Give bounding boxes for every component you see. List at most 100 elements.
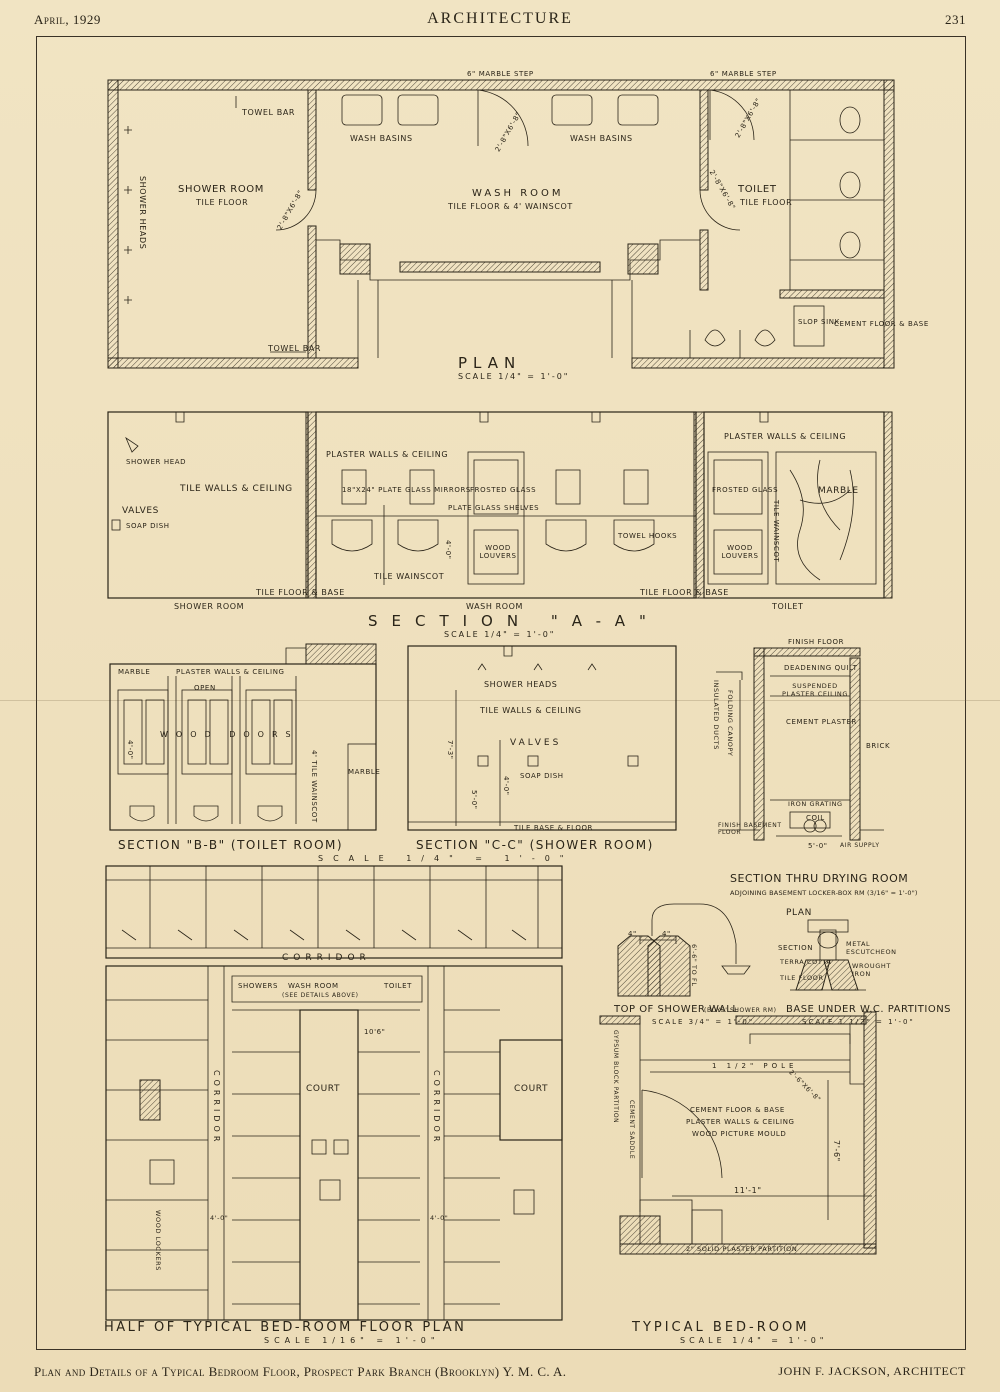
fp-dim-2: 4'-0" [210,1214,229,1222]
br-pole: 1 1/2" POLE [712,1062,798,1070]
aa-title: SECTION "A-A" [368,612,660,630]
shared-scale: SCALE 1/4" = 1'-0" [318,854,574,863]
cc-dim-1: 7'-3" [446,740,454,760]
aa-wood-louvers-2: WOOD LOUVERS [721,544,759,560]
sw-scale: SCALE 3/4" = 1'-0" [652,1018,755,1026]
sw-title: TOP OF SHOWER WALL [614,1004,739,1015]
dr-coil: COIL [806,814,825,822]
dr-insulated: INSULATED DUCTS [712,680,720,750]
plan-drawing [107,79,895,369]
fp-dim-3: 4'-0" [430,1214,449,1222]
fp-court-2: COURT [514,1084,549,1094]
plan-towel-bar-2: TOWEL BAR [268,344,322,353]
aa-marble: MARBLE [818,486,859,496]
sw-dim-2: 4" [662,930,671,938]
footer-architect: JOHN F. JACKSON, ARCHITECT [778,1364,966,1378]
aa-shower-head: SHOWER HEAD [126,458,187,466]
plan-towel-bar-1: TOWEL BAR [242,108,296,117]
dr-cement-plaster: CEMENT PLASTER [786,718,857,726]
br-partition: 2" SOLID PLASTER PARTITION [686,1245,798,1253]
aa-tile-floor-2: TILE FLOOR & BASE [640,588,729,597]
plan-wash-basins-1: WASH BASINS [350,134,413,143]
plan-cement-floor: CEMENT FLOOR & BASE [834,320,929,328]
fp-wood-lockers: WOOD LOCKERS [154,1210,162,1271]
bb-plaster: PLASTER WALLS & CEILING [176,668,285,676]
aa-frosted-1: FROSTED GLASS [470,486,537,494]
plan-toilet: TOILET [738,184,777,195]
aa-wainscot-dim: 4'-0" [444,540,452,560]
cc-dim-2: 4'-0" [502,776,510,796]
fold-line [0,700,1000,701]
br-notes-1: CEMENT FLOOR & BASE [690,1106,785,1114]
footer-caption: Plan and Details of a Typical Bedroom Fl… [34,1364,567,1379]
base-wc-drawing [790,919,866,991]
dr-title: SECTION THRU DRYING ROOM [730,872,909,885]
wc-wrought: WROUGHT IRON [852,962,891,978]
aa-tile-wainscot-2: TILE WAINSCOT [772,500,780,563]
br-height: 7'-6" [832,1140,841,1162]
br-width: 11'-1" [734,1186,762,1195]
drying-room-drawing [716,647,884,841]
shower-wall-drawing [617,903,751,997]
cc-title: SECTION "C-C" (SHOWER ROOM) [416,838,654,852]
fp-title: HALF OF TYPICAL BED-ROOM FLOOR PLAN [104,1320,467,1335]
aa-plaster-1: PLASTER WALLS & CEILING [326,450,449,459]
fp-wash-room: WASH ROOM [288,982,339,990]
dr-dim: 5'-0" [808,842,828,850]
plan-slop-sink: SLOP SINK [798,318,840,326]
wc-terra-cotta: TERRA COTTA [780,958,832,966]
dr-deadening: DEADENING QUILT [784,664,858,672]
bedroom-drawing [599,1011,877,1255]
aa-soap-dish: SOAP DISH [126,522,170,530]
fp-toilet: TOILET [384,982,413,990]
aa-toilet: TOILET [772,602,804,611]
aa-wash-room: WASH ROOM [466,602,524,611]
br-notes-3: WOOD PICTURE MOULD [692,1130,787,1138]
fp-dim-1: 10'6" [364,1028,386,1036]
fp-corridor-top: CORRIDOR [282,953,371,963]
header-date: April, 1929 [34,12,101,27]
fp-scale: SCALE 1/16" = 1'-0" [264,1336,440,1345]
section-cc-drawing [407,645,677,831]
dr-brick: BRICK [866,742,891,750]
aa-tile-floor-1: TILE FLOOR & BASE [256,588,345,597]
dr-air-supply: AIR SUPPLY [840,842,880,849]
br-title: TYPICAL BED-ROOM [632,1320,810,1335]
header-page-number: 231 [945,12,966,27]
bb-tile-wainscot: 4' TILE WAINSCOT [310,750,318,823]
br-notes-2: PLASTER WALLS & CEILING [686,1118,795,1126]
bb-marble-2: MARBLE [348,768,381,776]
fp-corridor-mid: CORRIDOR [432,1070,441,1146]
plan-shower-tile: TILE FLOOR [196,198,249,207]
aa-plate-glass: PLATE GLASS SHELVES [448,504,540,512]
cc-tile-base: TILE BASE & FLOOR [514,824,594,832]
aa-frosted-2: FROSTED GLASS [712,486,779,494]
fp-showers: SHOWERS [238,982,279,990]
cc-soap-dish: SOAP DISH [520,772,564,780]
cc-shower-heads: SHOWER HEADS [484,680,558,689]
br-scale: SCALE 1/4" = 1'-0" [680,1336,828,1345]
bb-wood-doors: WOOD DOORS [160,730,299,739]
aa-towel-hooks: TOWEL HOOKS [618,532,678,540]
br-cement-saddle: CEMENT SADDLE [628,1100,635,1160]
wc-escutcheon: METAL ESCUTCHEON [846,940,897,956]
dr-finish-floor: FINISH FLOOR [788,638,845,646]
fp-see-details: (SEE DETAILS ABOVE) [282,992,359,999]
aa-shower-room: SHOWER ROOM [174,602,245,611]
wc-plan: PLAN [786,908,812,918]
bb-open: OPEN [194,684,216,692]
aa-tile-walls: TILE WALLS & CEILING [180,484,293,494]
aa-wood-louvers-1: WOOD LOUVERS [479,544,517,560]
wc-section: SECTION [778,944,814,952]
aa-valves: VALVES [122,506,159,516]
dr-iron-grating: IRON GRATING [788,800,843,808]
plan-wash-room: WASH ROOM [472,188,564,199]
aa-tile-wainscot: TILE WAINSCOT [374,572,445,581]
plan-marble-step-2: 6" MARBLE STEP [710,70,777,78]
plan-marble-step-1: 6" MARBLE STEP [467,70,534,78]
br-gypsum: GYPSUM BLOCK PARTITION [612,1030,619,1124]
dr-subtitle: ADJOINING BASEMENT LOCKER-BOX RM (3/16" … [730,889,918,897]
bb-title: SECTION "B-B" (TOILET ROOM) [118,838,344,852]
section-bb-drawing [109,643,377,831]
border-frame [36,36,966,1350]
